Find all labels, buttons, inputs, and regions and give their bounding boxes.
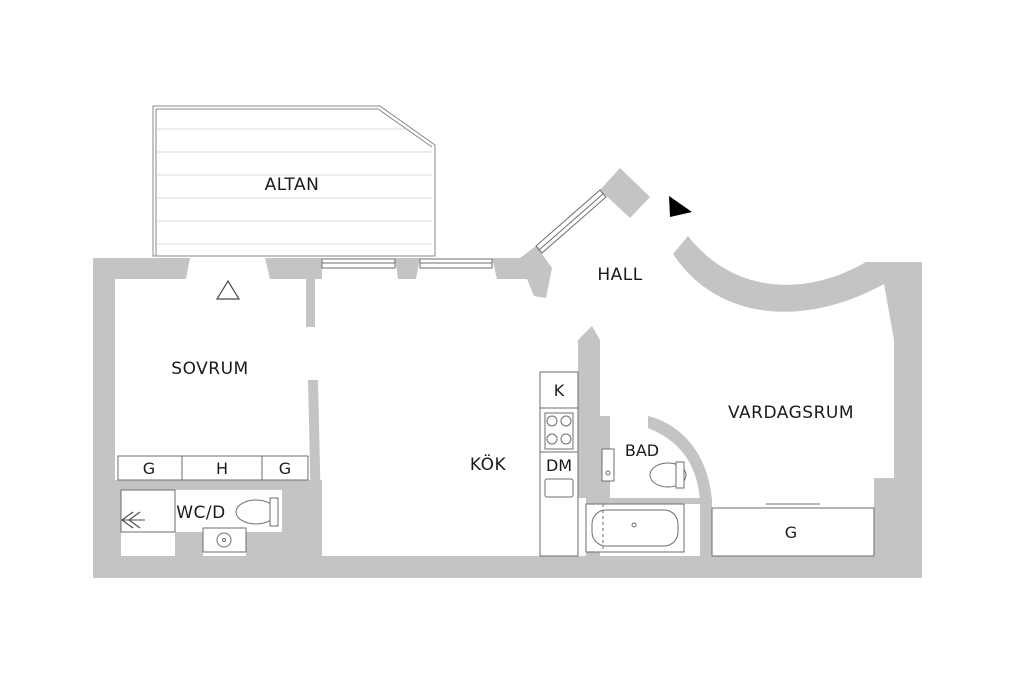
kitchen-counter [539, 371, 579, 557]
room-label-wcd: WC/D [176, 503, 226, 523]
windows [321, 189, 607, 269]
room-label-sovrum: SOVRUM [171, 359, 248, 379]
room-label-bad: BAD [625, 441, 659, 460]
wc-fixtures [120, 489, 279, 553]
fixture-label-wardrobe-left: G [143, 459, 155, 478]
balcony [152, 105, 436, 257]
room-label-altan: ALTAN [265, 175, 320, 195]
balcony-door-triangle-icon [215, 279, 241, 300]
bathroom-fixtures [585, 448, 687, 553]
fixture-label-wardrobe-right: G [785, 523, 797, 542]
room-label-hall: HALL [597, 265, 642, 285]
wardrobes [117, 455, 309, 481]
room-label-vardagsrum: VARDAGSRUM [728, 403, 854, 423]
entrance-arrow-icon [669, 196, 692, 217]
walls [93, 168, 922, 578]
fixture-label-dishwasher: DM [546, 456, 572, 475]
room-label-kok: KÖK [470, 453, 507, 475]
fixture-label-fridge: K [554, 381, 565, 400]
laundry-symbol-icon [121, 511, 145, 529]
fixture-label-wardrobe-mid: G [279, 459, 291, 478]
living-wardrobe [711, 503, 875, 557]
fixture-label-hat-shelf: H [216, 459, 228, 478]
